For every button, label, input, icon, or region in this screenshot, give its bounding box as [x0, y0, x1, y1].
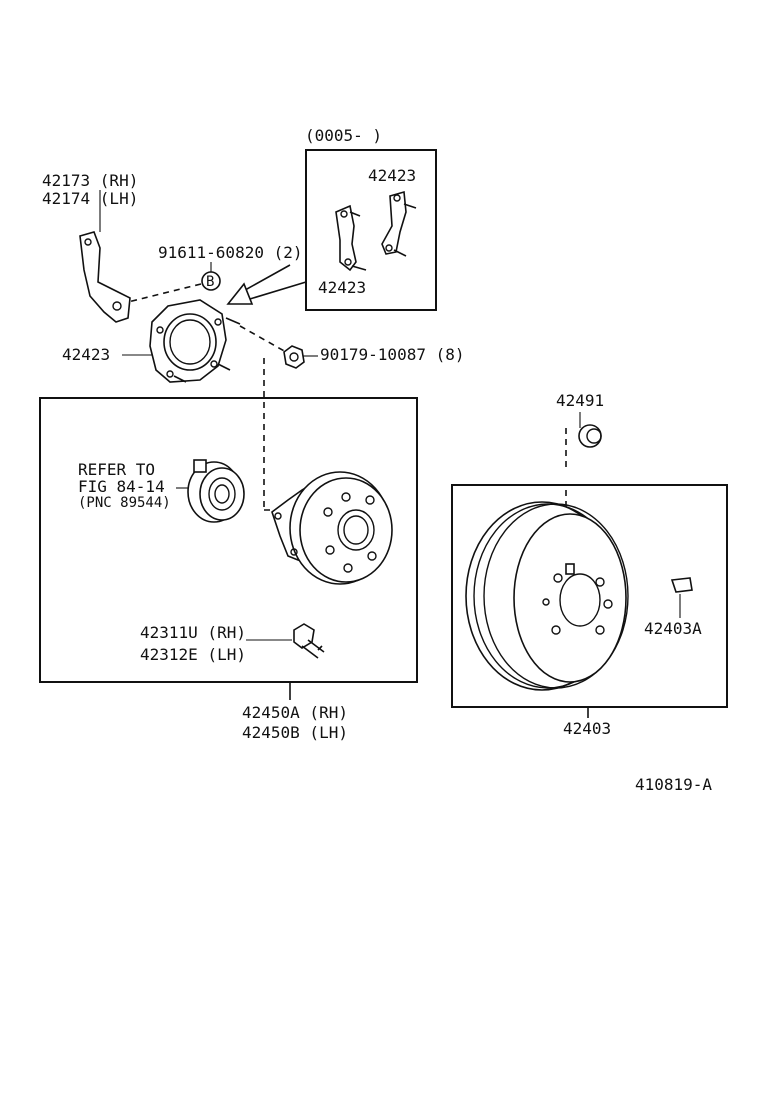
arrow-shaft-lower: [239, 281, 307, 303]
label-clip: 42403A: [644, 619, 702, 638]
arrow-head: [226, 282, 254, 305]
label-bolt-b: 91611-60820 (2): [158, 243, 303, 262]
label-bracket-lh: 42174 (LH): [42, 189, 138, 208]
label-hub-assy-rh: 42450A (RH): [242, 703, 348, 722]
marker-b-letter: B: [206, 274, 214, 290]
label-nut: 90179-10087 (8): [320, 345, 465, 364]
brake-drum: [465, 501, 629, 691]
label-plate-main: 42423: [62, 345, 110, 364]
label-plate-top: 42423: [368, 166, 416, 185]
inset-plate-right: [381, 190, 417, 257]
drum-clip: [670, 577, 693, 593]
label-bracket-rh: 42173 (RH): [42, 171, 138, 190]
label-plug: 42491: [556, 391, 604, 410]
label-hub-bolt-lh: 42312E (LH): [140, 645, 246, 664]
label-refer-2: FIG 84-14: [78, 477, 165, 496]
axle-hub: [271, 471, 393, 585]
hub-bearing: [187, 459, 245, 523]
dash-bolt-b: [127, 283, 202, 303]
dash-nut: [239, 325, 287, 353]
abs-sensor-bracket: [79, 231, 131, 323]
inset-box: [305, 149, 437, 311]
marker-b-circle: [201, 271, 221, 291]
label-plate-bottom: 42423: [318, 278, 366, 297]
hub-assembly-box: [39, 397, 418, 683]
label-refer-3: (PNC 89544): [78, 495, 171, 511]
label-drum: 42403: [563, 719, 611, 738]
hub-bolt: [293, 623, 325, 659]
label-hub-assy-lh: 42450B (LH): [242, 723, 348, 742]
label-date-range: (0005- ): [305, 126, 382, 145]
label-refer-1: REFER TO: [78, 460, 155, 479]
backing-plate: [149, 299, 241, 383]
drum-box: [451, 484, 728, 708]
label-fig-id: 410819-A: [635, 775, 712, 794]
inset-plate-left: [335, 204, 367, 272]
label-hub-bolt-rh: 42311U (RH): [140, 623, 246, 642]
hole-plug: [578, 424, 602, 448]
hub-nut: [283, 345, 305, 369]
